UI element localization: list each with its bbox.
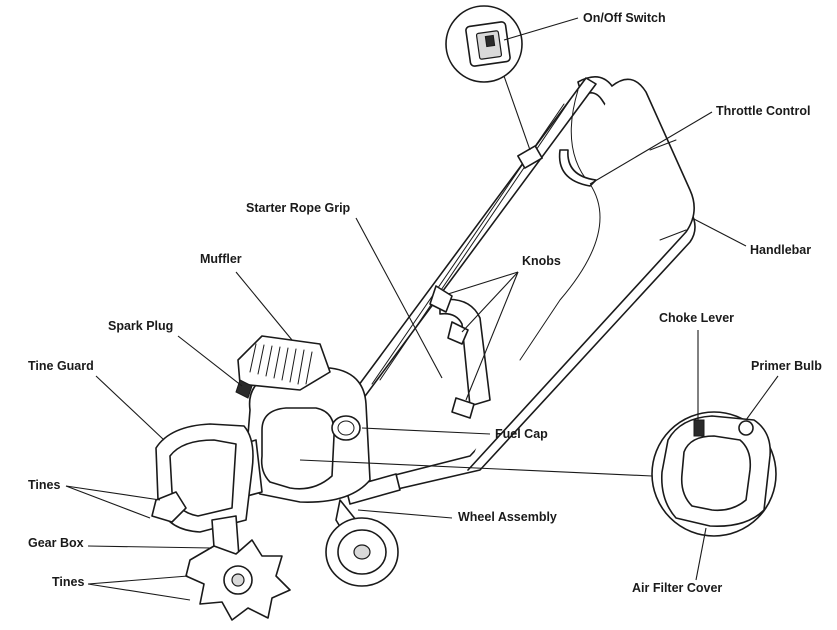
label-primer-bulb: Primer Bulb [751,359,822,373]
label-muffler: Muffler [200,252,242,266]
label-tines-upper: Tines [28,478,61,492]
label-fuel-cap: Fuel Cap [495,427,548,441]
label-choke-lever: Choke Lever [659,311,735,325]
leader-lines [65,17,779,601]
tines-rotor [151,491,291,621]
label-handlebar: Handlebar [750,243,812,257]
label-tine-guard: Tine Guard [28,359,94,373]
label-on-off-switch: On/Off Switch [583,11,666,25]
knobs [429,285,475,419]
label-tines-lower: Tines [52,575,85,589]
label-gear-box: Gear Box [28,536,84,550]
choke-primer-inset [299,411,777,537]
label-wheel-assembly: Wheel Assembly [458,510,557,524]
on-off-switch-inset [445,5,531,151]
wheel [325,517,399,587]
switch-box [517,145,543,169]
label-knobs: Knobs [522,254,561,268]
label-spark-plug: Spark Plug [108,319,174,333]
label-starter-rope-grip: Starter Rope Grip [246,201,351,215]
label-throttle-control: Throttle Control [716,104,811,118]
label-air-filter-cover: Air Filter Cover [632,581,723,595]
